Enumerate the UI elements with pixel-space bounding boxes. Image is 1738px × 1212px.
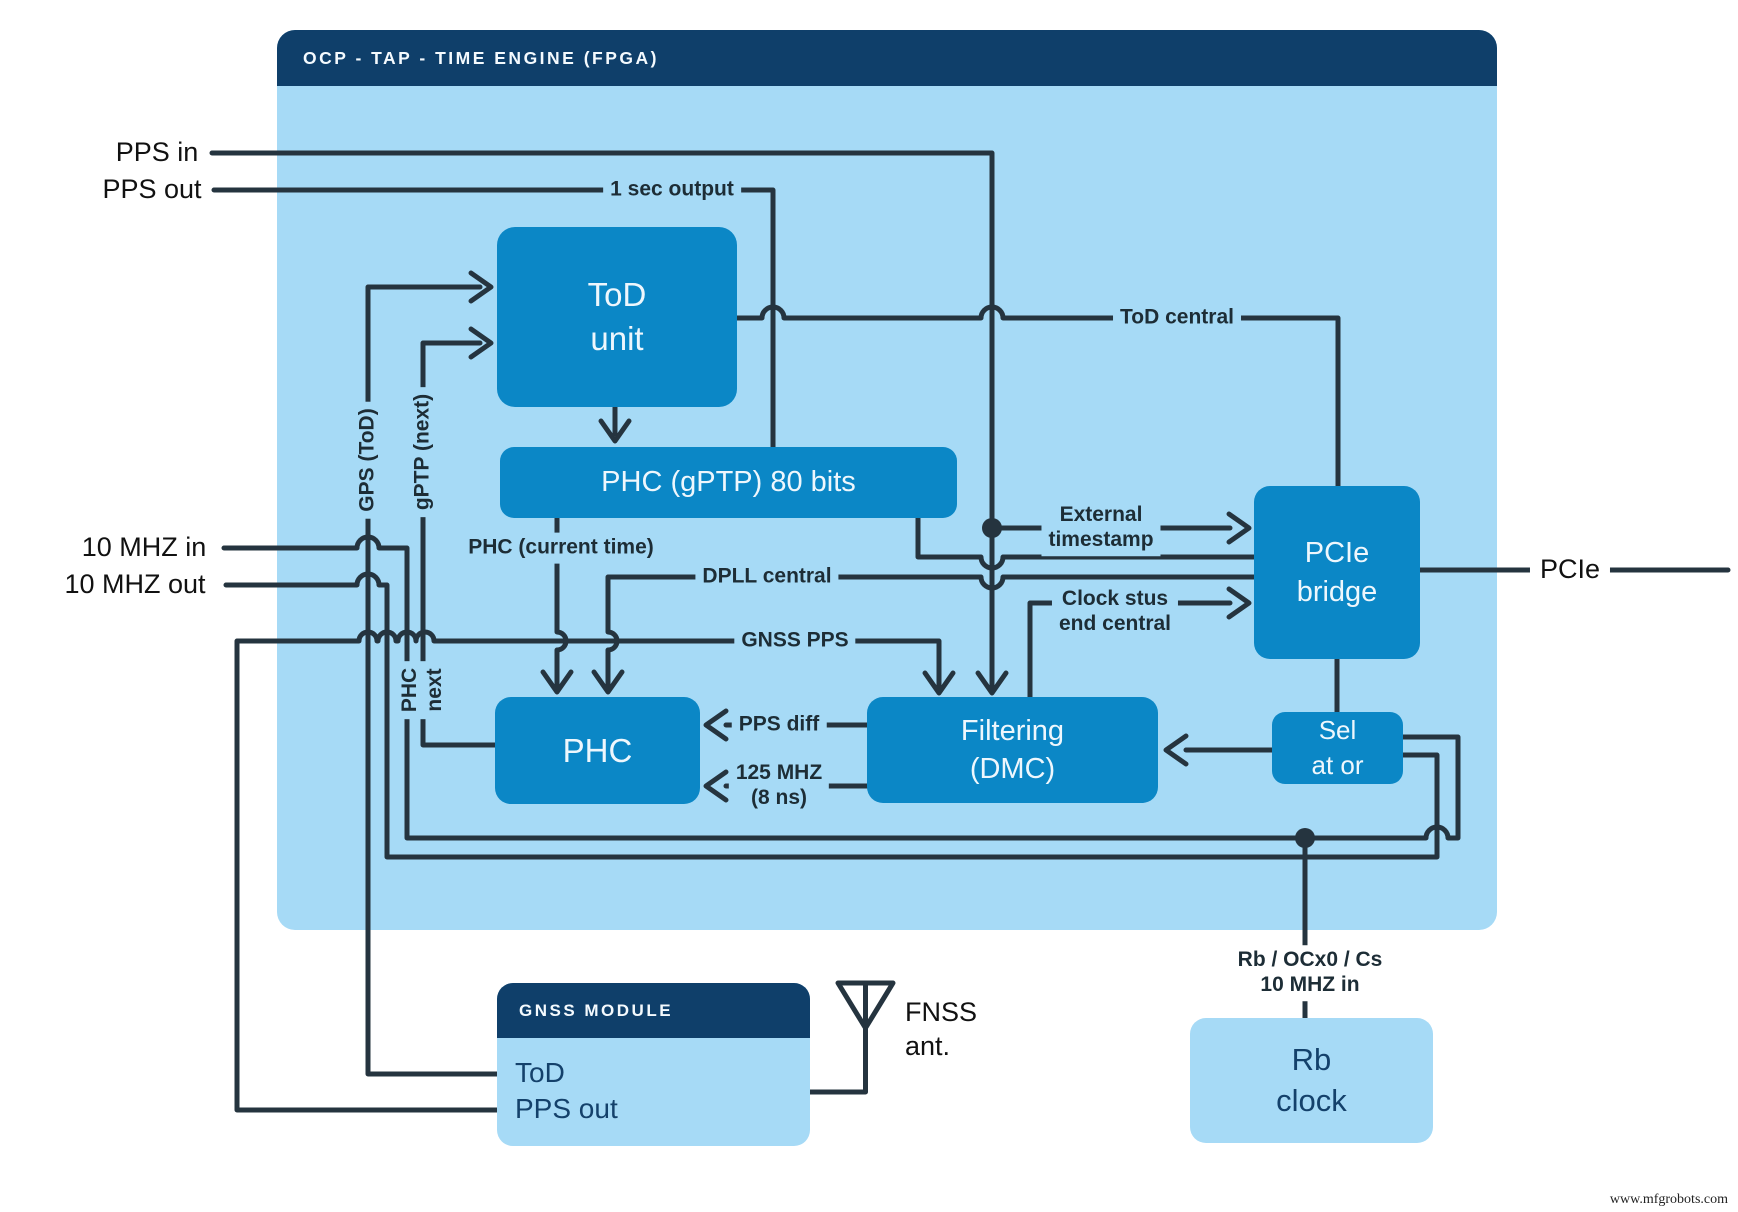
- gnss-ppsout-port-label: PPS out: [515, 1093, 618, 1124]
- label-gnss-pps: GNSS PPS: [734, 625, 856, 657]
- block-gnss-module: GNSS MODULE: [497, 983, 810, 1146]
- label-125mhz: 125 MHZ (8 ns): [728, 758, 830, 814]
- label-clock-status-line2: end central: [1058, 612, 1172, 635]
- label-antenna: FNSS ant.: [905, 996, 977, 1064]
- arrow-125mhz-into-phc: [703, 769, 729, 803]
- label-antenna-line1: FNSS: [905, 997, 978, 1027]
- rb-clock-label-line2: clock: [1276, 1082, 1347, 1118]
- label-1sec-output: 1 sec output: [603, 174, 741, 206]
- arrow-dpll-into-phc: [591, 669, 625, 695]
- arrow-clockstatus-into-pcie: [1226, 586, 1252, 620]
- filtering-label-line2: (DMC): [969, 753, 1056, 785]
- arrow-gptp-into-tod: [468, 326, 494, 360]
- phc80-label: PHC (gPTP) 80 bits: [601, 466, 856, 499]
- block-filtering-dmc: Filtering (DMC): [867, 697, 1158, 803]
- label-pps-diff: PPS diff: [731, 709, 827, 741]
- selector-label-line1: Sel: [1318, 714, 1357, 745]
- label-rb-input-line2: 10 MHZ in: [1260, 973, 1360, 996]
- pcie-bridge-label-line2: bridge: [1296, 575, 1378, 608]
- label-pps-in: PPS in: [115, 137, 199, 168]
- wire-phc80-pcie: [915, 515, 1257, 571]
- arrow-gnsspps-into-filtering: [922, 670, 956, 696]
- arrow-tod-into-phc80: [598, 418, 632, 444]
- label-gptp-next: gPTP (next): [407, 386, 439, 518]
- block-rb-clock: Rb clock: [1190, 1018, 1433, 1143]
- arrowheads: [468, 270, 1252, 803]
- label-10mhz-out: 10 MHZ out: [64, 569, 206, 600]
- selector-label-line2: at or: [1311, 750, 1364, 780]
- arrow-ppsin-into-filtering: [975, 670, 1009, 696]
- wire-gptp-phc-next: [420, 340, 498, 748]
- label-pps-out: PPS out: [102, 174, 202, 205]
- label-rb-input: Rb / OCx0 / Cs 10 MHZ in: [1230, 945, 1390, 1001]
- gnss-module-title: GNSS MODULE: [519, 1000, 674, 1020]
- label-tod-central: ToD central: [1113, 302, 1241, 334]
- junction-dots: [982, 518, 1315, 848]
- watermark: www.mfgrobots.com: [1609, 1192, 1728, 1207]
- arrow-ppsdiff-into-phc: [703, 708, 729, 742]
- label-125mhz-line2: (8 ns): [750, 786, 808, 809]
- label-10mhz-in: 10 MHZ in: [81, 532, 207, 563]
- block-tod-unit: ToD unit: [497, 227, 737, 407]
- arrow-sel-into-filtering: [1163, 733, 1189, 767]
- label-125mhz-line1: 125 MHZ: [735, 761, 823, 785]
- signal-wires: [209, 150, 1731, 1113]
- block-phc-gptp-80bits: PHC (gPTP) 80 bits: [500, 447, 957, 518]
- label-external-timestamp-line2: timestamp: [1048, 528, 1154, 551]
- label-external-timestamp: External timestamp: [1041, 500, 1161, 556]
- label-clock-status: Clock stus end central: [1051, 584, 1179, 640]
- wire-tod-central: [734, 304, 1341, 489]
- label-phc-next: PHC next: [395, 660, 451, 720]
- filtering-label-line1: Filtering: [960, 714, 1065, 747]
- label-phc-next-line2: next: [423, 668, 446, 712]
- wire-10mhz-in-bus: [221, 534, 1461, 841]
- rb-clock-label-line1: Rb: [1291, 1042, 1332, 1078]
- block-selector: Sel at or: [1272, 712, 1403, 784]
- tod-unit-label-line2: unit: [590, 320, 644, 357]
- fpga-header: OCP - TAP - TIME ENGINE (FPGA): [277, 30, 1497, 86]
- arrow-gps-into-tod: [468, 270, 494, 304]
- label-clock-status-line1: Clock stus: [1061, 587, 1169, 611]
- phc-label: PHC: [562, 731, 633, 769]
- wire-phc-current: [554, 515, 569, 689]
- arrow-phccurrent-into-phc: [540, 669, 574, 695]
- label-external-timestamp-line1: External: [1059, 503, 1143, 527]
- wire-10mhz-out-bus: [223, 571, 1440, 860]
- antenna-icon: [807, 980, 896, 1095]
- tod-unit-label-line1: ToD: [587, 276, 647, 314]
- label-dpll-central: DPLL central: [695, 561, 839, 593]
- junction-pps-timestamp: [982, 518, 1002, 538]
- label-pcie: PCIe: [1529, 551, 1611, 589]
- pcie-bridge-label-line1: PCIe: [1304, 537, 1370, 570]
- label-rb-input-line1: Rb / OCx0 / Cs: [1237, 948, 1383, 972]
- block-pcie-bridge: PCIe bridge: [1254, 486, 1420, 659]
- gnss-module-header: GNSS MODULE: [497, 983, 810, 1038]
- wire-pps-out-1sec: [211, 187, 776, 450]
- arrow-timestamp-into-pcie: [1226, 511, 1252, 545]
- label-antenna-line2: ant.: [905, 1030, 951, 1061]
- block-phc: PHC: [495, 697, 700, 804]
- wire-gps-tod: [365, 284, 500, 1077]
- junction-rb-bus: [1295, 828, 1315, 848]
- gnss-tod-port-label: ToD: [515, 1057, 565, 1088]
- label-gps-tod: GPS (ToD): [352, 401, 384, 519]
- fpga-title: OCP - TAP - TIME ENGINE (FPGA): [303, 47, 659, 68]
- label-phc-current-time: PHC (current time): [461, 532, 661, 564]
- wire-pps-in: [209, 150, 995, 691]
- wire-gnss-pps: [234, 629, 942, 1113]
- label-phc-next-line1: PHC: [398, 667, 422, 713]
